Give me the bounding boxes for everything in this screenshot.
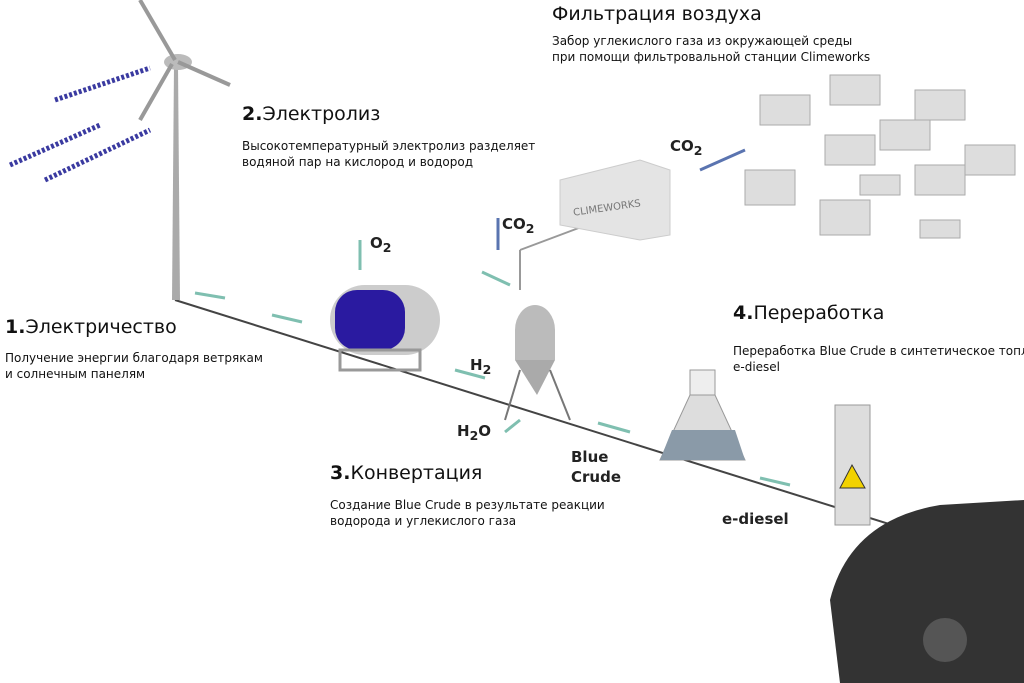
section-4-title: 4.Переработка <box>733 302 885 324</box>
section-4-desc: Переработка Blue Crude в синтетическое т… <box>733 344 1024 374</box>
wind-turbine <box>8 0 231 300</box>
h2o-label: H2O <box>457 422 492 443</box>
o2-label: O2 <box>370 234 392 255</box>
co2-arrows <box>496 148 746 250</box>
flask <box>659 369 746 461</box>
fuel-pump <box>834 404 871 526</box>
section-1-title: 1.Электричество <box>5 316 177 338</box>
houses <box>744 74 1016 239</box>
climeworks-box <box>559 159 671 241</box>
section-3-desc: Создание Blue Crude в результате реакции… <box>330 498 605 528</box>
pipeline-line <box>174 299 941 541</box>
filtration-title: Фильтрация воздуха <box>552 3 762 25</box>
car <box>830 500 1024 683</box>
h2-label: H2 <box>470 356 492 377</box>
section-2-title: 2.Электролиз <box>242 103 381 125</box>
flow-arrows <box>194 240 791 487</box>
section-3-title: 3.Конвертация <box>330 462 483 484</box>
filtration-desc: Забор углекислого газа из окружающей сре… <box>552 34 871 64</box>
reactor <box>504 219 601 421</box>
co2-label-top: CO2 <box>670 137 703 158</box>
electrolysis-tank <box>330 285 440 372</box>
co2-label: CO2 <box>502 215 535 236</box>
section-2-desc: Высокотемпературный электролиз разделяет… <box>242 139 536 169</box>
e-diesel-label: e-diesel <box>722 510 789 528</box>
